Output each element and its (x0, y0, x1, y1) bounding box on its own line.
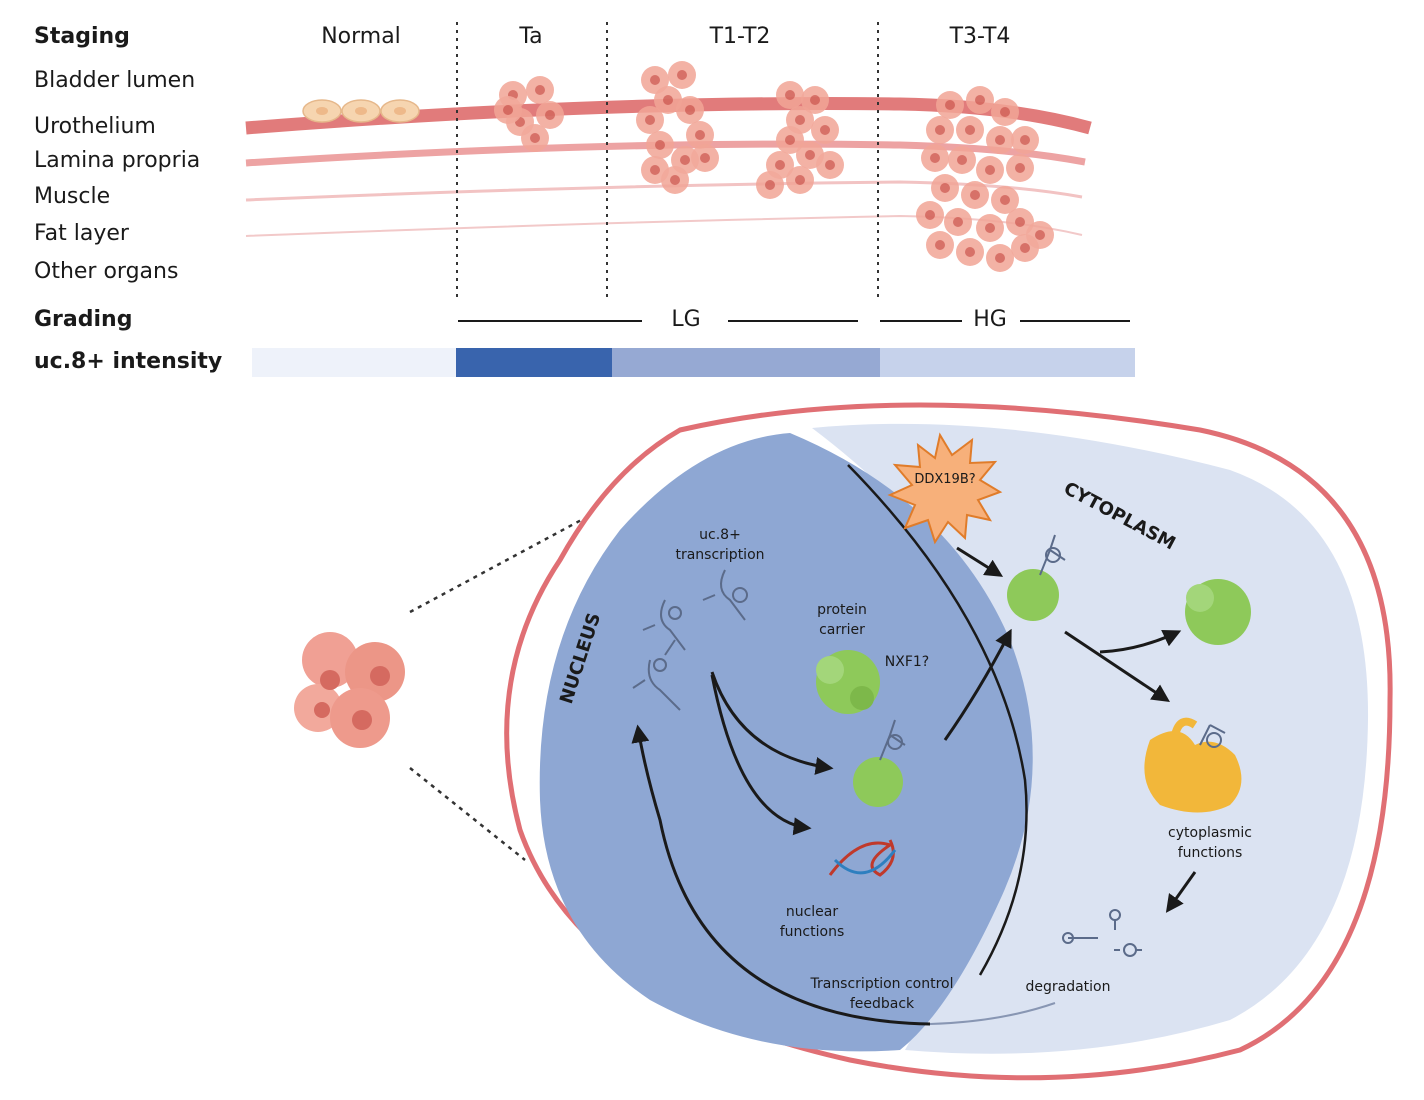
normal-urothelial-cells (302, 99, 420, 123)
tumor-t1 (636, 61, 719, 194)
protein-rna-complex-cytoplasm (1007, 534, 1066, 621)
stage-ta: Ta (519, 24, 543, 49)
degradation-label: degradation (1025, 979, 1111, 995)
ddx19b-star-icon (887, 432, 1003, 545)
uc8-rna-icon (632, 569, 748, 711)
grading-title: Grading (34, 307, 133, 332)
zoom-line-top (409, 516, 586, 614)
nxf1-label: NXF1? (884, 654, 930, 670)
arrows (631, 546, 1197, 1026)
cytoplasmic-protein-icon (1144, 717, 1242, 813)
intensity-t3t4 (880, 348, 1135, 377)
nuclear-envelope-line (847, 464, 1028, 976)
tumor-ta (494, 76, 564, 152)
intensity-ta (456, 348, 613, 377)
stage-normal: Normal (321, 24, 401, 49)
degraded-rna-icon (1062, 909, 1142, 957)
intensity-bar (252, 348, 1135, 377)
layer-muscle: Muscle (34, 184, 111, 209)
stage-t1-t2: T1-T2 (709, 24, 771, 49)
staging-title: Staging (34, 24, 130, 49)
layer-lamina-propria: Lamina propria (34, 148, 201, 173)
layer-urothelium: Urothelium (34, 114, 156, 139)
grade-lg: LG (671, 307, 701, 332)
intensity-t1t2 (612, 348, 880, 377)
zoomed-tumor (294, 632, 405, 748)
protein-carrier-icon (816, 650, 880, 714)
stage-t3-t4: T3-T4 (949, 24, 1011, 49)
transcription-label: uc.8+transcription (675, 527, 765, 563)
nucleus-region (539, 433, 1033, 1052)
intensity-title: uc.8+ intensity (34, 349, 223, 374)
protein-rna-complex-nucleus (853, 719, 906, 807)
ddx19b-label: DDX19B? (914, 472, 976, 487)
zoom-line-bottom (409, 767, 526, 861)
layer-other-organs: Other organs (34, 259, 179, 284)
layer-bladder-lumen: Bladder lumen (34, 68, 196, 93)
grade-hg: HG (973, 307, 1007, 332)
dna-icon (828, 839, 897, 877)
stage-separators (456, 22, 879, 300)
layer-fat: Fat layer (34, 221, 129, 246)
intensity-normal (252, 348, 457, 377)
free-protein-cytoplasm (1185, 579, 1251, 645)
